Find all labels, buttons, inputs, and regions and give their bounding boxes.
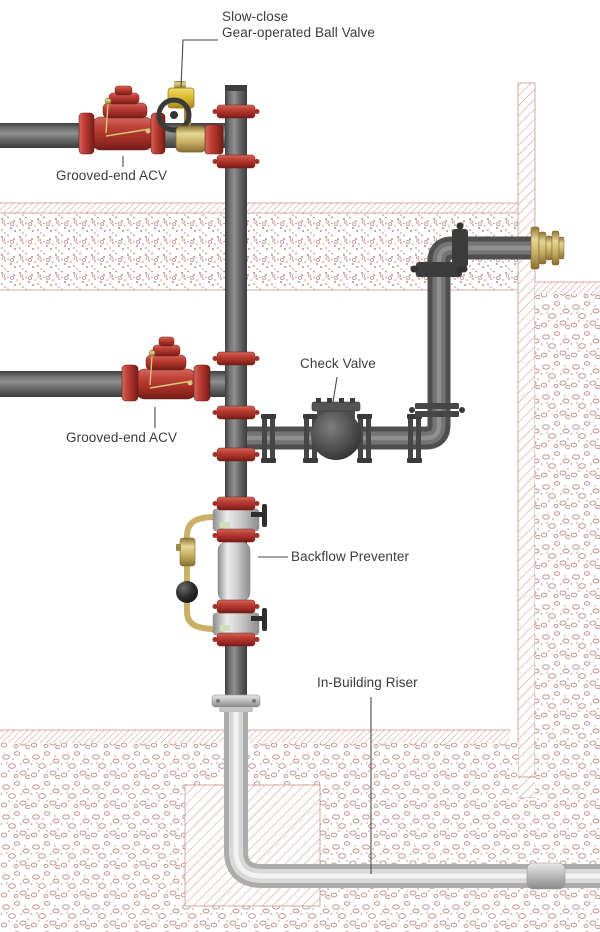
- riser-base-flange: [211, 694, 261, 712]
- label-acv-middle: Grooved-end ACV: [66, 430, 178, 445]
- test-handle-lower: [262, 608, 267, 631]
- label-check-valve: Check Valve: [300, 356, 376, 371]
- backflow-body: [217, 541, 251, 602]
- flange-pair-vertical: [409, 403, 465, 417]
- wall-sleeve-fitting: [530, 226, 565, 270]
- ball-valve-body: [175, 125, 207, 153]
- pipe-bell-coupling: [526, 862, 566, 890]
- bypass-valve: [179, 537, 196, 567]
- handwheel: [156, 97, 192, 133]
- grooved-coupling: [410, 262, 468, 277]
- backflow-preventer-assembly: [176, 496, 267, 647]
- flange-pair: [261, 414, 276, 463]
- check-valve-line: [247, 222, 565, 463]
- bypass-meter-ball: [176, 581, 198, 603]
- grooved-end-acv-top: [78, 85, 166, 155]
- label-acv-top: Grooved-end ACV: [56, 168, 168, 183]
- underground-supply-pipe: [224, 702, 600, 890]
- test-handle-upper: [262, 504, 267, 527]
- label-ball-valve: Slow-close Gear-operated Ball Valve: [222, 9, 375, 40]
- gear-operated-ball-valve: [156, 81, 224, 155]
- label-backflow-preventer: Backflow Preventer: [291, 549, 410, 564]
- leader-lines: [122, 39, 372, 874]
- leader-check-valve: [332, 376, 338, 403]
- leader-ball-valve: [180, 39, 218, 88]
- backflow-grooved-couplings: [212, 496, 260, 647]
- label-in-building-riser: In-Building Riser: [317, 675, 418, 690]
- riser-grooved-couplings: [212, 104, 260, 462]
- bypass-tubing: [184, 514, 217, 632]
- check-valve-body: [311, 398, 361, 460]
- ground-exterior: [518, 281, 600, 932]
- ground-interior: [0, 729, 518, 932]
- grooved-coupling: [452, 222, 468, 274]
- grooved-end-acv-middle: [121, 336, 211, 402]
